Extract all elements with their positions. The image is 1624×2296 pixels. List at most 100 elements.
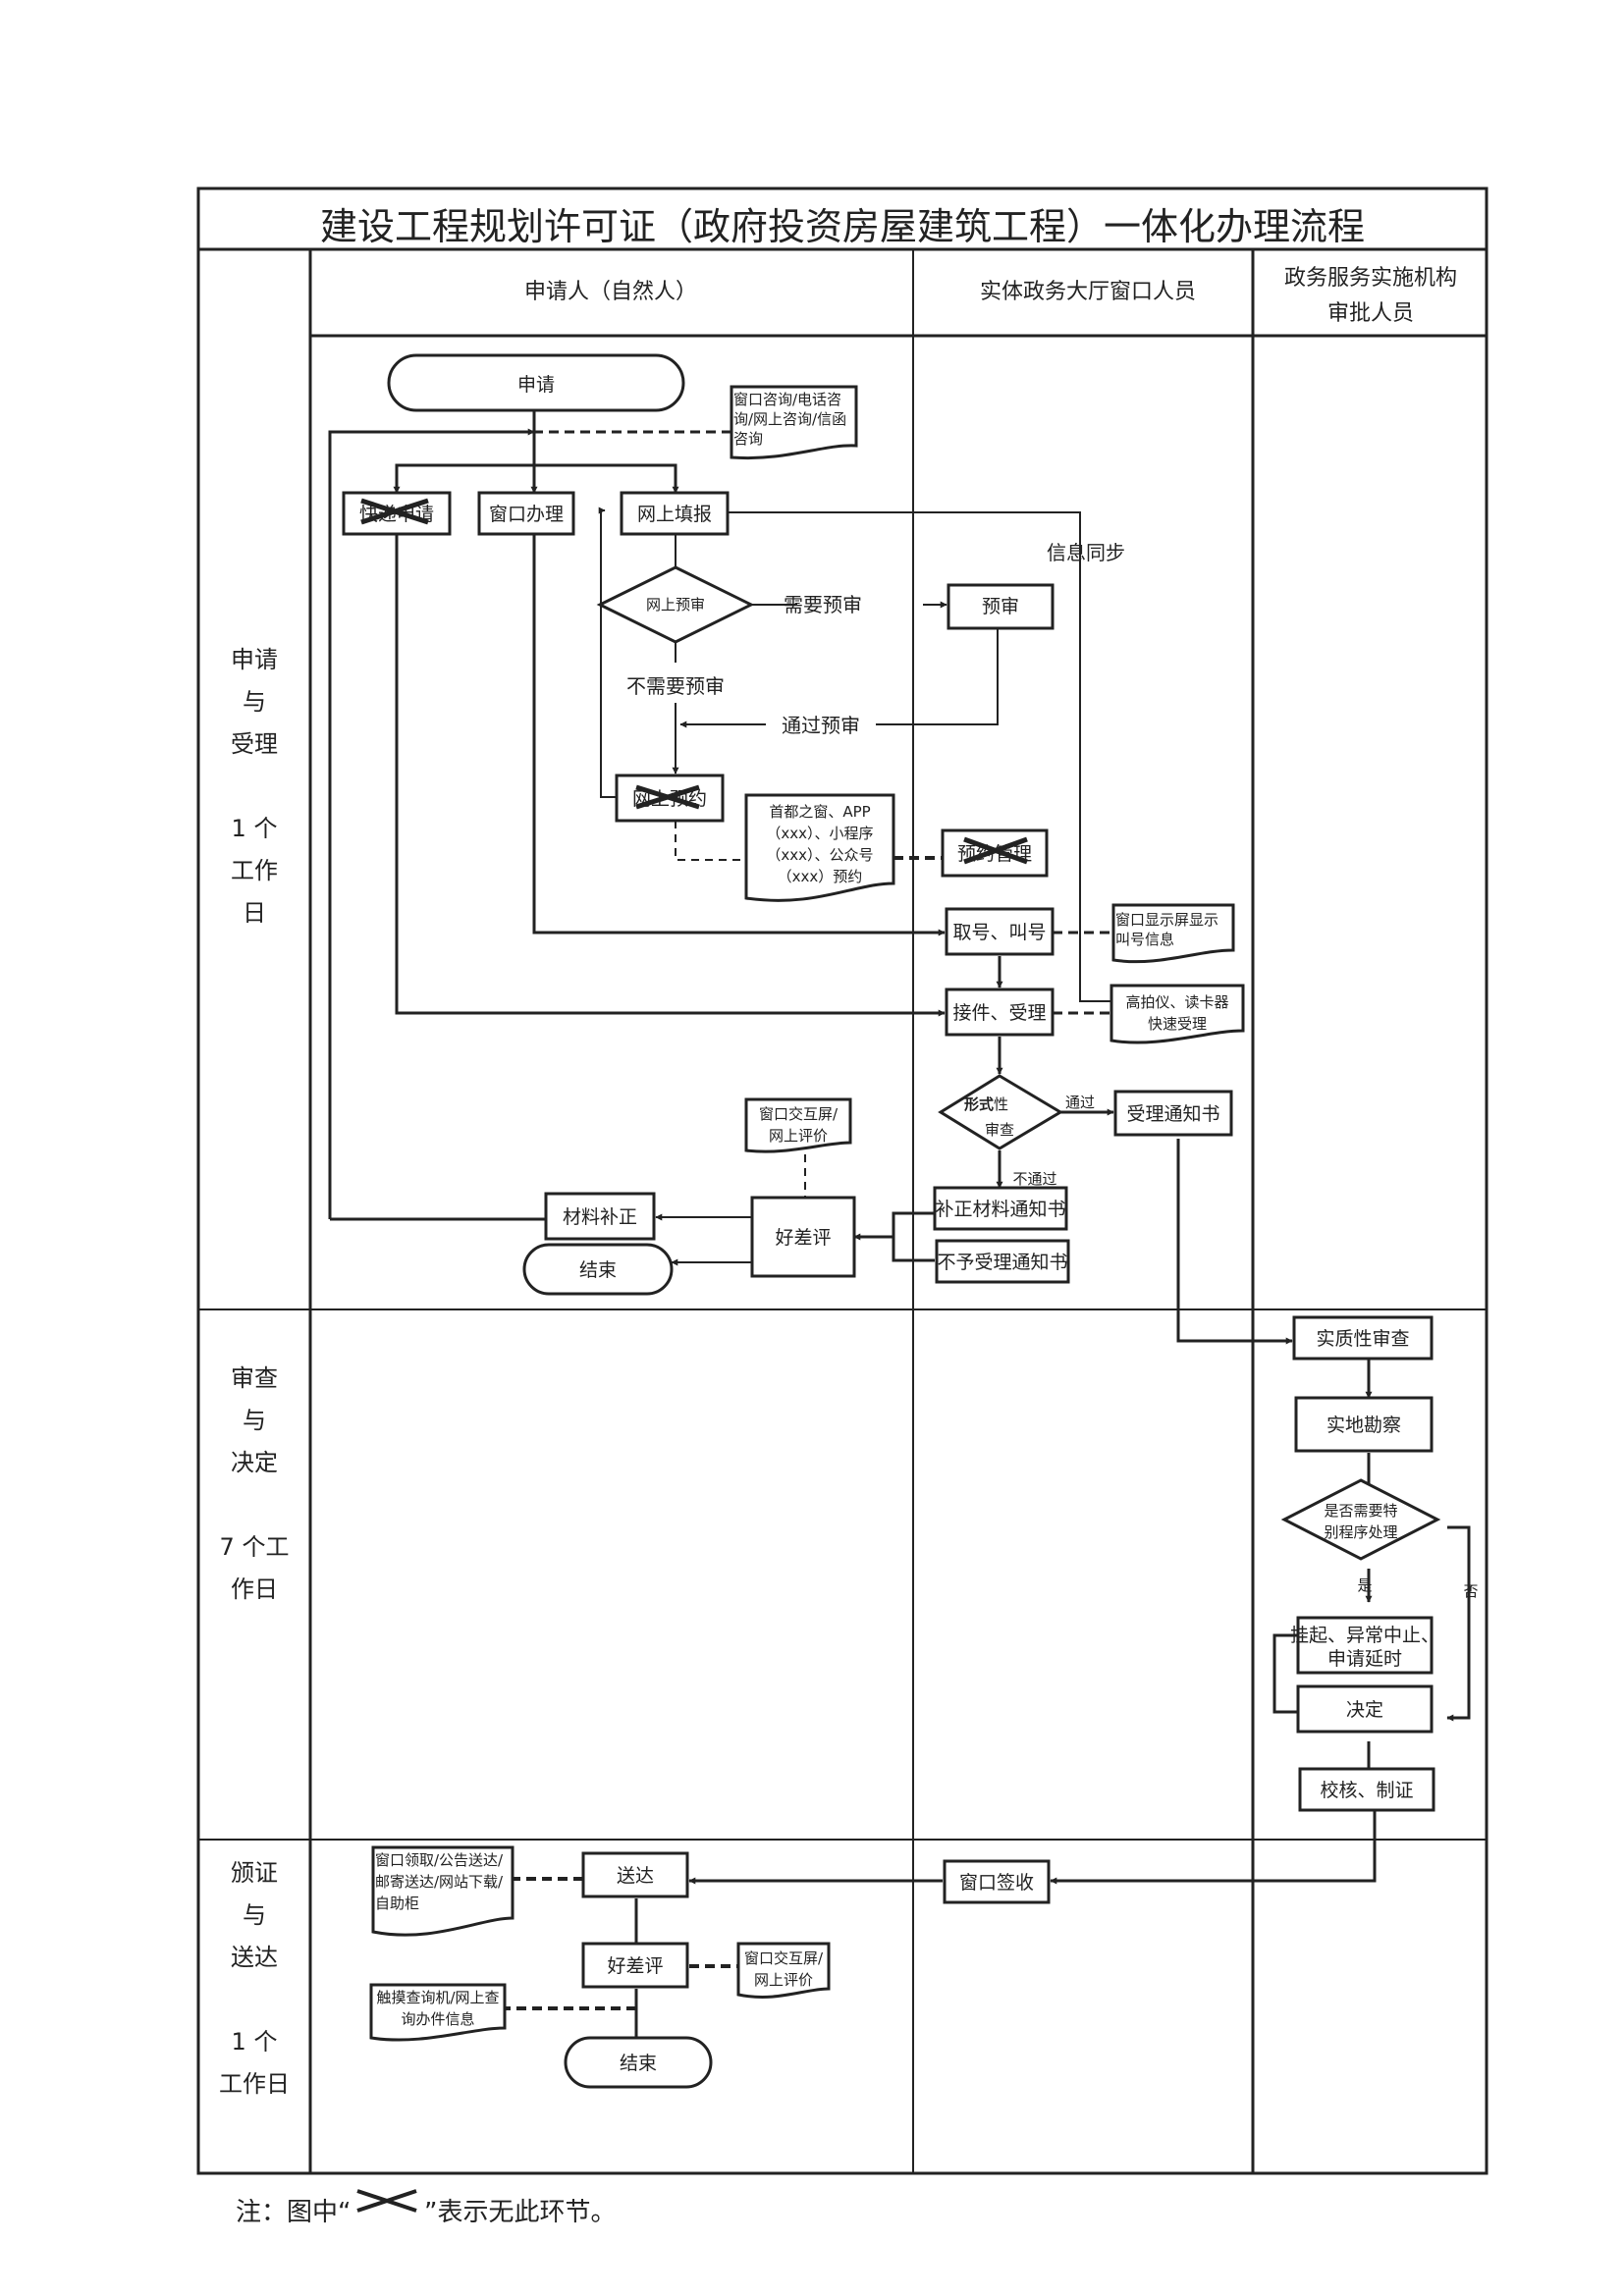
cross-icon — [963, 836, 1028, 865]
rating-doc-2-text: 窗口交互屏/ — [744, 1949, 824, 1967]
phase-label: 受理 — [231, 730, 278, 758]
substantive-review-box — [1292, 1315, 1434, 1361]
special-decision-text: 是否需要特 — [1324, 1502, 1397, 1520]
cross-icon — [360, 498, 429, 525]
query-doc — [369, 1983, 507, 2042]
scanner-doc-text: 高拍仪、读卡器 — [1125, 993, 1228, 1011]
phase-label: 7 个工 — [220, 1533, 290, 1561]
phase-label: 工作 — [231, 857, 278, 884]
rating-doc-1-text: 网上评价 — [769, 1127, 828, 1145]
pass-precheck-label: 通过预审 — [782, 714, 860, 737]
window-sign-box — [943, 1859, 1051, 1904]
decide-box — [1296, 1684, 1434, 1734]
phase-label: 与 — [243, 1901, 266, 1929]
start-label: 申请 — [517, 374, 555, 396]
screen-doc-text: 窗口显示屏显示 — [1115, 911, 1218, 929]
window-handle-box — [477, 491, 575, 536]
window-handle-label: 窗口办理 — [489, 504, 564, 525]
booking-doc-text: （xxx）、公众号 — [766, 846, 873, 864]
yes-label: 是 — [1357, 1576, 1372, 1594]
need-precheck-label: 需要预审 — [784, 593, 862, 616]
note-prefix: 注：图中“ — [236, 2198, 351, 2227]
suspend-text: 申请延时 — [1327, 1648, 1402, 1670]
end-terminal-1 — [522, 1243, 674, 1296]
window-sign-label: 窗口签收 — [959, 1872, 1034, 1894]
phase-label: 与 — [243, 688, 266, 716]
formal-review-line2: 审查 — [985, 1121, 1014, 1139]
online-booking-label: 网上预约 — [632, 788, 707, 810]
fail-label: 不通过 — [1012, 1170, 1056, 1188]
deliver-doc-text: 窗口领取/公告送达/ — [375, 1851, 504, 1869]
pass-label: 通过 — [1065, 1094, 1095, 1111]
lane-header-approver: 政务服务实施机构 — [1284, 266, 1457, 291]
online-fill-label: 网上填报 — [637, 504, 712, 525]
site-survey-label: 实地勘察 — [1326, 1415, 1401, 1436]
phase-label: 与 — [243, 1407, 266, 1434]
precheck-box — [947, 583, 1055, 630]
phase-label: 1 个 — [232, 2028, 278, 2056]
node-labels: 申请快递申请窗口办理网上填报网上预审需要预审不需要预审预审通过预审信息同步网上预… — [359, 374, 1479, 2074]
deliver-doc — [371, 1845, 514, 1937]
cross-icon — [635, 784, 700, 810]
table-frame — [196, 187, 1489, 2175]
rating-1-label: 好差评 — [775, 1227, 831, 1249]
decide-label: 决定 — [1346, 1699, 1383, 1721]
consult-doc-text: 窗口咨询/电话咨 — [733, 391, 841, 408]
phase-label: 日 — [243, 899, 266, 927]
rating-box-1 — [750, 1196, 856, 1278]
online-precheck-diamond — [596, 565, 755, 644]
cross-legend-icon — [356, 2189, 417, 2213]
rating-doc-2-text: 网上评价 — [754, 1971, 813, 1989]
deliver-label: 送达 — [617, 1865, 654, 1887]
end-1-label: 结束 — [579, 1259, 617, 1281]
formal-review-diamond — [938, 1074, 1063, 1150]
rating-2-label: 好差评 — [607, 1955, 663, 1977]
no-need-precheck-label: 不需要预审 — [626, 674, 725, 698]
booking-doc — [744, 793, 895, 902]
supplement-label: 材料补正 — [563, 1206, 637, 1228]
express-apply-label: 快递申请 — [359, 504, 434, 525]
lane-header-window-staff: 实体政务大厅窗口人员 — [980, 280, 1196, 304]
phase-label: 作日 — [231, 1575, 278, 1603]
substantive-review-label: 实质性审查 — [1316, 1328, 1409, 1350]
phase-label: 申请 — [231, 646, 278, 673]
page-title: 建设工程规划许可证（政府投资房屋建筑工程）一体化办理流程 — [320, 205, 1365, 248]
rating-doc-1 — [744, 1097, 852, 1153]
screen-doc — [1111, 903, 1235, 964]
online-fill-box — [620, 491, 730, 536]
consult-doc-text: 咨询 — [733, 430, 763, 448]
lane-header-approver-2: 审批人员 — [1327, 301, 1414, 326]
receive-label: 接件、受理 — [952, 1002, 1046, 1024]
precheck-label: 预审 — [982, 596, 1019, 617]
special-decision-text: 别程序处理 — [1324, 1523, 1397, 1541]
phase-label: 颁证 — [231, 1859, 278, 1887]
no-label: 否 — [1463, 1582, 1478, 1600]
scanner-doc-text: 快速受理 — [1148, 1015, 1207, 1033]
nodes — [342, 353, 1441, 2089]
note-suffix: ”表示无此环节。 — [424, 2198, 616, 2227]
start-terminal — [387, 353, 685, 412]
accept-notice-label: 受理通知书 — [1126, 1103, 1219, 1125]
special-decision-diamond — [1280, 1478, 1441, 1561]
booking-mgmt-label: 预约管理 — [957, 843, 1032, 865]
online-precheck-label: 网上预审 — [646, 596, 705, 614]
end-terminal-2 — [564, 2036, 713, 2089]
booking-doc-text: 首都之窗、APP — [769, 803, 870, 821]
rating-box-2 — [581, 1942, 689, 1989]
reject-notice-label: 不予受理通知书 — [937, 1252, 1067, 1273]
take-number-box — [945, 907, 1055, 956]
document-shapes — [369, 385, 1245, 2042]
reject-notice-box — [935, 1239, 1070, 1284]
lane-header-applicant: 申请人（自然人） — [524, 280, 697, 304]
consult-doc — [730, 385, 858, 460]
suspend-text: 挂起、异常中止、 — [1290, 1625, 1439, 1646]
verify-label: 校核、制证 — [1320, 1780, 1413, 1801]
phase-label: 审查 — [231, 1364, 278, 1392]
connectors — [328, 410, 1471, 2056]
query-doc-text: 询办件信息 — [401, 2010, 474, 2028]
query-doc-text: 触摸查询机/网上查 — [376, 1989, 499, 2006]
consult-doc-text: 询/网上咨询/信函 — [733, 410, 846, 428]
footnote: 注：图中“ ”表示无此环节。 — [236, 2189, 616, 2227]
